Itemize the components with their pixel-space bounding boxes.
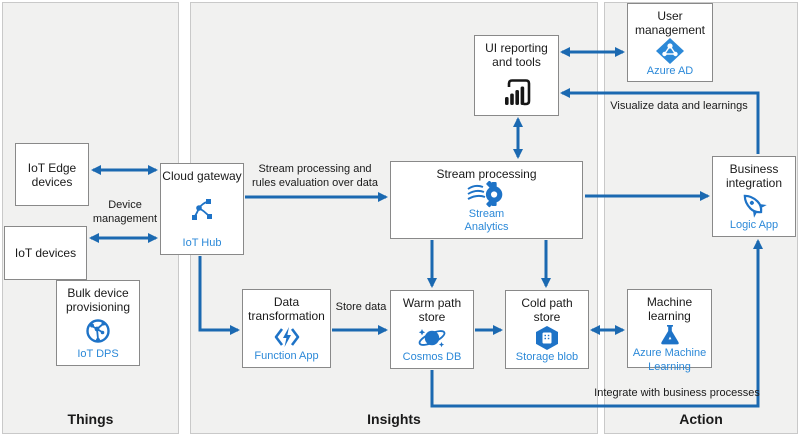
node-title: Data transformation [248, 295, 325, 324]
service-label: Function App [254, 349, 319, 362]
service-label: Logic App [729, 218, 779, 231]
arrow-gateway-data-transformation [198, 256, 240, 335]
arrow-business-integration-ui-reporting [560, 88, 760, 154]
azure-ml-icon [657, 323, 683, 347]
node-machine-learning: Machine learning Azure Machine Learning [627, 289, 712, 373]
stream-analytics-icon [466, 181, 507, 208]
cosmos-db-icon [415, 325, 449, 351]
service-label: Azure Machine Learning [632, 347, 707, 373]
service-label: Stream Analytics [464, 208, 509, 234]
panel-action-label: Action [679, 411, 723, 427]
panel-insights-label: Insights [367, 411, 421, 427]
node-iot-edge-devices: IoT Edge devices [15, 143, 89, 206]
node-stream-processing: Stream processing Stream Anal [390, 161, 583, 239]
iot-hub-icon [187, 195, 217, 225]
node-cold-path-store: Cold path store Storage blob [505, 290, 589, 369]
storage-blob-icon [533, 325, 561, 351]
node-title: IoT Edge devices [27, 160, 77, 189]
node-title: User management [634, 9, 706, 38]
iot-dps-icon [84, 317, 112, 345]
service-label: IoT DPS [77, 347, 119, 360]
node-user-management: User management Azure AD [627, 3, 713, 82]
node-warm-path-store: Warm path store Cosmos DB [390, 290, 474, 369]
edge-label-visualize: Visualize data and learnings [610, 100, 748, 112]
node-data-transformation: Data transformation Function App [242, 289, 331, 368]
edge-label-stream-rules: Stream processing and rules evaluation o… [252, 163, 378, 189]
node-title: Stream processing [436, 167, 537, 181]
service-label: Storage blob [515, 350, 579, 363]
node-title: Cloud gateway [162, 169, 242, 183]
arrow-warm-store-business-integration [430, 239, 763, 408]
function-app-icon [274, 325, 300, 349]
node-title: Warm path store [402, 296, 462, 325]
power-bi-icon [499, 77, 535, 111]
azure-ad-icon [655, 37, 685, 65]
service-label: Cosmos DB [402, 350, 462, 363]
node-business-integration: Business integration Logic App [712, 156, 796, 237]
node-title: Machine learning [646, 295, 693, 324]
node-title: UI reporting and tools [485, 41, 548, 70]
service-label: Azure AD [646, 65, 694, 78]
gear [485, 181, 502, 208]
node-title: Business integration [725, 162, 783, 191]
node-cloud-gateway: Cloud gateway IoT Hub [160, 163, 244, 255]
node-ui-reporting: UI reporting and tools [474, 35, 559, 116]
waves [466, 185, 485, 200]
node-title: Bulk device provisioning [65, 286, 131, 315]
edge-label-store-data: Store data [335, 301, 387, 313]
node-bulk-device-provisioning: Bulk device provisioning IoT DPS [56, 280, 140, 366]
service-label: IoT Hub [182, 236, 222, 249]
node-iot-devices: IoT devices [4, 226, 87, 280]
edge-label-integrate: Integrate with business processes [594, 387, 760, 399]
logic-app-icon [739, 191, 769, 219]
node-title: IoT devices [14, 246, 77, 261]
panel-things-label: Things [67, 411, 114, 427]
edge-label-device-management: Device management [92, 199, 158, 225]
node-title: Cold path store [521, 296, 573, 325]
